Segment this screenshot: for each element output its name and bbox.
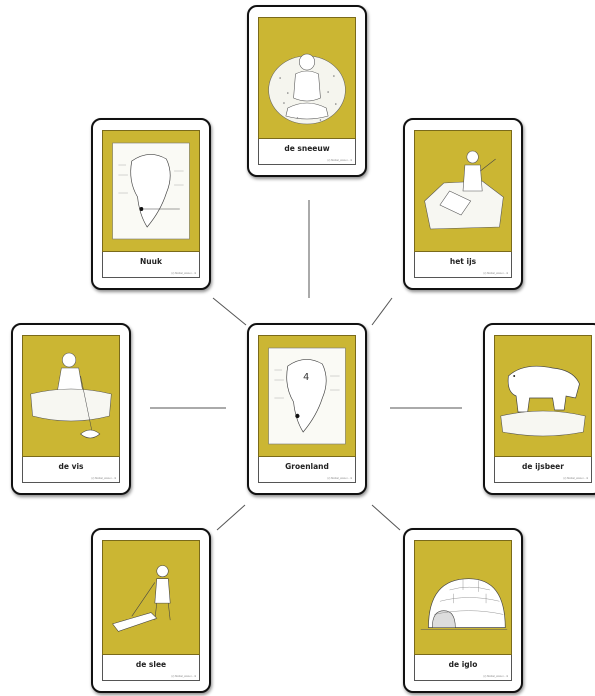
card-left-credit: (c) Mobiel_www.n...nl bbox=[91, 477, 116, 480]
card-top-credit: (c) Mobiel_www.n...nl bbox=[327, 159, 352, 162]
card-center[interactable]: 4 Groenland (c) Mobiel_www.n...nl bbox=[247, 323, 367, 495]
card-top[interactable]: de sneeuw (c) Mobiel_www.n...nl bbox=[247, 5, 367, 177]
card-top-left-label-strip: Nuuk (c) Mobiel_www.n...nl bbox=[102, 252, 200, 278]
ice-fishing-icon bbox=[424, 150, 504, 230]
connector-top-right bbox=[371, 297, 393, 326]
card-top-left-picture bbox=[102, 130, 200, 252]
card-left-label: de vis bbox=[58, 462, 84, 471]
polar-bear-icon bbox=[500, 365, 586, 437]
card-bottom-right[interactable]: de iglo (c) Mobiel_www.n...nl bbox=[403, 528, 523, 693]
card-top-picture bbox=[258, 17, 356, 139]
card-center-credit: (c) Mobiel_www.n...nl bbox=[327, 477, 352, 480]
card-left-picture bbox=[22, 335, 120, 457]
card-top-right-label: het ijs bbox=[449, 257, 477, 266]
card-left-label-strip: de vis (c) Mobiel_www.n...nl bbox=[22, 457, 120, 483]
card-top-left-credit: (c) Mobiel_www.n...nl bbox=[171, 272, 196, 275]
map-nuuk-icon bbox=[112, 142, 190, 240]
connector-bottom-right bbox=[371, 504, 401, 531]
fish-icon bbox=[30, 352, 112, 439]
card-right-picture bbox=[494, 335, 592, 457]
card-center-label: Groenland bbox=[285, 462, 329, 471]
card-top-label: de sneeuw bbox=[284, 144, 330, 153]
card-top-right[interactable]: het ijs (c) Mobiel_www.n...nl bbox=[403, 118, 523, 290]
snow-person-icon bbox=[268, 53, 346, 125]
card-top-label-strip: de sneeuw (c) Mobiel_www.n...nl bbox=[258, 139, 356, 165]
card-bottom-left-label: de slee bbox=[135, 660, 167, 669]
card-right[interactable]: de ijsbeer (c) Mobiel_www.n...nl bbox=[483, 323, 595, 495]
card-top-left-label: Nuuk bbox=[140, 257, 162, 266]
svg-text:4: 4 bbox=[303, 372, 309, 383]
card-top-right-credit: (c) Mobiel_www.n...nl bbox=[483, 272, 508, 275]
greenland-map-icon: 4 bbox=[268, 347, 346, 445]
card-bottom-right-picture bbox=[414, 540, 512, 655]
card-bottom-right-credit: (c) Mobiel_www.n...nl bbox=[483, 675, 508, 678]
card-bottom-left-label-strip: de slee (c) Mobiel_www.n...nl bbox=[102, 655, 200, 681]
card-bottom-right-label-strip: de iglo (c) Mobiel_www.n...nl bbox=[414, 655, 512, 681]
card-left[interactable]: de vis (c) Mobiel_www.n...nl bbox=[11, 323, 131, 495]
card-bottom-left-credit: (c) Mobiel_www.n...nl bbox=[171, 675, 196, 678]
card-center-picture: 4 bbox=[258, 335, 356, 457]
igloo-icon bbox=[420, 578, 508, 630]
card-right-label: de ijsbeer bbox=[522, 462, 564, 471]
card-bottom-left[interactable]: de slee (c) Mobiel_www.n...nl bbox=[91, 528, 211, 693]
card-bottom-left-picture bbox=[102, 540, 200, 655]
card-top-right-picture bbox=[414, 130, 512, 252]
card-bottom-right-label: de iglo bbox=[448, 660, 478, 669]
card-top-right-label-strip: het ijs (c) Mobiel_www.n...nl bbox=[414, 252, 512, 278]
sled-icon bbox=[112, 565, 171, 632]
connector-top-left bbox=[212, 297, 247, 326]
card-center-label-strip: Groenland (c) Mobiel_www.n...nl bbox=[258, 457, 356, 483]
connector-bottom-left bbox=[216, 504, 246, 531]
card-right-label-strip: de ijsbeer (c) Mobiel_www.n...nl bbox=[494, 457, 592, 483]
card-top-left[interactable]: Nuuk (c) Mobiel_www.n...nl bbox=[91, 118, 211, 290]
card-right-credit: (c) Mobiel_www.n...nl bbox=[563, 477, 588, 480]
